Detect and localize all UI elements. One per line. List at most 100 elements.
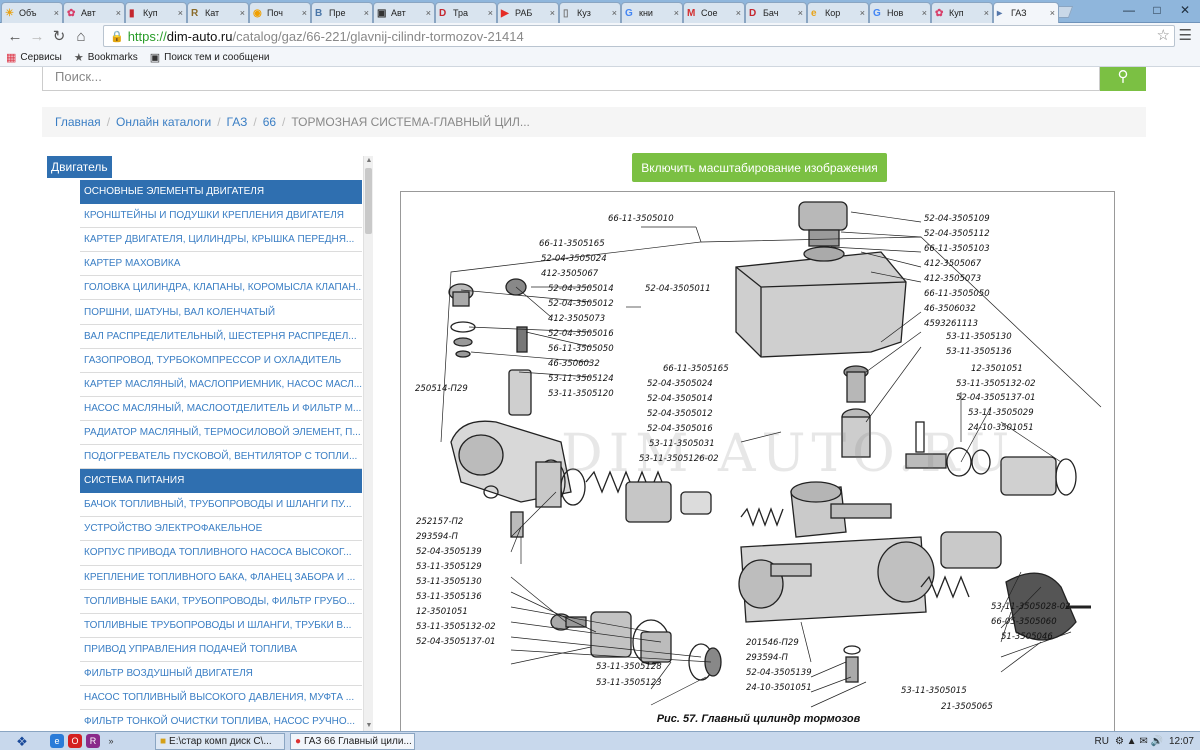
part-number-label[interactable]: 52-04-3505012: [647, 409, 713, 419]
category-link[interactable]: КРОНШТЕЙНЫ И ПОДУШКИ КРЕПЛЕНИЯ ДВИГАТЕЛЯ: [80, 204, 362, 229]
part-number-label[interactable]: 24-10-3501051: [746, 683, 812, 693]
reload-button[interactable]: ↻: [52, 28, 66, 45]
sidebar-group-engine[interactable]: Двигатель: [47, 156, 112, 178]
part-number-label[interactable]: 52-04-3505012: [548, 299, 614, 309]
part-number-label[interactable]: 24-10-3501051: [968, 423, 1034, 433]
close-tab-icon[interactable]: ×: [735, 8, 741, 18]
part-number-label[interactable]: 412-3505073: [548, 314, 606, 324]
back-button[interactable]: ←: [7, 27, 23, 45]
browser-tab[interactable]: ▮Куп×: [125, 2, 187, 23]
part-number-label[interactable]: 53-11-3505130: [946, 332, 1012, 342]
home-button[interactable]: ⌂: [76, 27, 86, 45]
part-number-label[interactable]: 53-11-3505015: [901, 686, 967, 696]
maximize-icon[interactable]: □: [1153, 3, 1161, 17]
part-number-label[interactable]: 12-3501051: [416, 607, 468, 617]
close-window-icon[interactable]: ✕: [1179, 3, 1191, 17]
browser-tab[interactable]: ✿Авт×: [63, 2, 125, 23]
part-number-label[interactable]: 66-05-3505060: [991, 617, 1057, 627]
part-number-label[interactable]: 52-04-3505024: [541, 254, 607, 264]
enable-zoom-button[interactable]: Включить масштабирование изображения: [632, 153, 887, 182]
part-number-label[interactable]: 201546-П29: [746, 638, 799, 648]
close-tab-icon[interactable]: ×: [363, 8, 369, 18]
close-tab-icon[interactable]: ×: [425, 8, 431, 18]
part-number-label[interactable]: 52-04-3505139: [746, 668, 812, 678]
part-number-label[interactable]: 53-11-3505128: [596, 662, 662, 672]
browser-tab[interactable]: ▯Куз×: [559, 2, 621, 23]
part-number-label[interactable]: 412-3505067: [924, 259, 982, 269]
breadcrumb-catalogs[interactable]: Онлайн каталоги: [116, 115, 212, 129]
part-number-label[interactable]: 66-11-3505165: [539, 239, 605, 249]
taskbar-chrome[interactable]: ● ГАЗ 66 Главный цили...: [290, 733, 415, 750]
part-number-label[interactable]: 250514-П29: [415, 384, 468, 394]
category-link[interactable]: УСТРОЙСТВО ЭЛЕКТРОФАКЕЛЬНОЕ: [80, 517, 362, 542]
category-link[interactable]: НАСОС ТОПЛИВНЫЙ ВЫСОКОГО ДАВЛЕНИЯ, МУФТА…: [80, 686, 362, 711]
part-number-label[interactable]: 53-11-3505031: [649, 439, 715, 449]
category-section-header[interactable]: ОСНОВНЫЕ ЭЛЕМЕНТЫ ДВИГАТЕЛЯ: [80, 180, 362, 205]
close-tab-icon[interactable]: ×: [177, 8, 183, 18]
close-tab-icon[interactable]: ×: [859, 8, 865, 18]
part-number-label[interactable]: 412-3505073: [924, 274, 982, 284]
minimize-icon[interactable]: —: [1123, 3, 1135, 17]
part-number-label[interactable]: 53-11-3505136: [946, 347, 1012, 357]
browser-tab[interactable]: ◉Поч×: [249, 2, 311, 23]
part-number-label[interactable]: 46-3506032: [924, 304, 976, 314]
part-number-label[interactable]: 293594-П: [746, 653, 788, 663]
browser-tab[interactable]: ▶РАБ×: [497, 2, 559, 23]
part-number-label[interactable]: 66-11-3505103: [924, 244, 990, 254]
scrollbar-thumb[interactable]: [365, 168, 372, 234]
category-link[interactable]: КАРТЕР МАСЛЯНЫЙ, МАСЛОПРИЕМНИК, НАСОС МА…: [80, 373, 362, 397]
close-tab-icon[interactable]: ×: [1049, 8, 1055, 18]
part-number-label[interactable]: 52-04-3505016: [548, 329, 614, 339]
part-number-label[interactable]: 66-11-3505010: [608, 214, 674, 224]
category-link[interactable]: НАСОС МАСЛЯНЫЙ, МАСЛООТДЕЛИТЕЛЬ И ФИЛЬТР…: [80, 397, 362, 421]
part-number-label[interactable]: 52-04-3505011: [645, 284, 711, 294]
part-number-label[interactable]: 51-3505046: [1001, 632, 1053, 642]
category-link[interactable]: ВАЛ РАСПРЕДЕЛИТЕЛЬНЫЙ, ШЕСТЕРНЯ РАСПРЕДЕ…: [80, 325, 362, 349]
part-number-label[interactable]: 46-3506032: [548, 359, 600, 369]
winrar-icon[interactable]: R: [86, 734, 100, 748]
category-link[interactable]: КОРПУС ПРИВОДА ТОПЛИВНОГО НАСОСА ВЫСОКОГ…: [80, 541, 362, 566]
bookmark-star-icon[interactable]: ☆: [1156, 27, 1170, 44]
category-link[interactable]: ПОРШНИ, ШАТУНЫ, ВАЛ КОЛЕНЧАТЫЙ: [80, 300, 362, 325]
bookmark-apps[interactable]: ▦ Сервисы: [6, 51, 62, 64]
browser-tab[interactable]: ✿Куп×: [931, 2, 993, 23]
part-number-label[interactable]: 412-3505067: [541, 269, 599, 279]
opera-icon[interactable]: O: [68, 734, 82, 748]
category-section-header[interactable]: СИСТЕМА ПИТАНИЯ: [80, 469, 362, 494]
part-number-label[interactable]: 53-11-3505130: [416, 577, 482, 587]
close-tab-icon[interactable]: ×: [301, 8, 307, 18]
close-tab-icon[interactable]: ×: [549, 8, 555, 18]
close-tab-icon[interactable]: ×: [673, 8, 679, 18]
part-number-label[interactable]: 66-11-3505050: [924, 289, 990, 299]
language-indicator[interactable]: RU: [1094, 736, 1109, 747]
close-tab-icon[interactable]: ×: [487, 8, 493, 18]
part-number-label[interactable]: 66-11-3505165: [663, 364, 729, 374]
browser-tab[interactable]: ▸ГАЗ×: [993, 2, 1059, 23]
part-number-label[interactable]: 52-04-3505112: [924, 229, 990, 239]
category-link[interactable]: КРЕПЛЕНИЕ ТОПЛИВНОГО БАКА, ФЛАНЕЦ ЗАБОРА…: [80, 566, 362, 590]
close-tab-icon[interactable]: ×: [797, 8, 803, 18]
category-link[interactable]: КАРТЕР ДВИГАТЕЛЯ, ЦИЛИНДРЫ, КРЫШКА ПЕРЕД…: [80, 228, 362, 253]
category-link[interactable]: ФИЛЬТР ВОЗДУШНЫЙ ДВИГАТЕЛЯ: [80, 662, 362, 686]
part-number-label[interactable]: 53-11-3505120: [548, 389, 614, 399]
part-number-label[interactable]: 53-11-3505129: [416, 562, 482, 572]
scroll-up-icon[interactable]: ▲: [365, 157, 373, 164]
close-tab-icon[interactable]: ×: [921, 8, 927, 18]
part-number-label[interactable]: 52-04-3505137-01: [956, 393, 1036, 403]
search-input[interactable]: Поиск...: [42, 67, 1100, 91]
part-number-label[interactable]: 252157-П2: [416, 517, 464, 527]
category-link[interactable]: ТОПЛИВНЫЕ БАКИ, ТРУБОПРОВОДЫ, ФИЛЬТР ГРУ…: [80, 590, 362, 614]
forward-button[interactable]: →: [29, 27, 45, 45]
part-number-label[interactable]: 53-11-3505123: [596, 678, 662, 688]
breadcrumb-model[interactable]: 66: [262, 115, 277, 129]
sidebar-scrollbar[interactable]: ▲ ▼: [363, 156, 373, 731]
part-number-label[interactable]: 52-04-3505016: [647, 424, 713, 434]
